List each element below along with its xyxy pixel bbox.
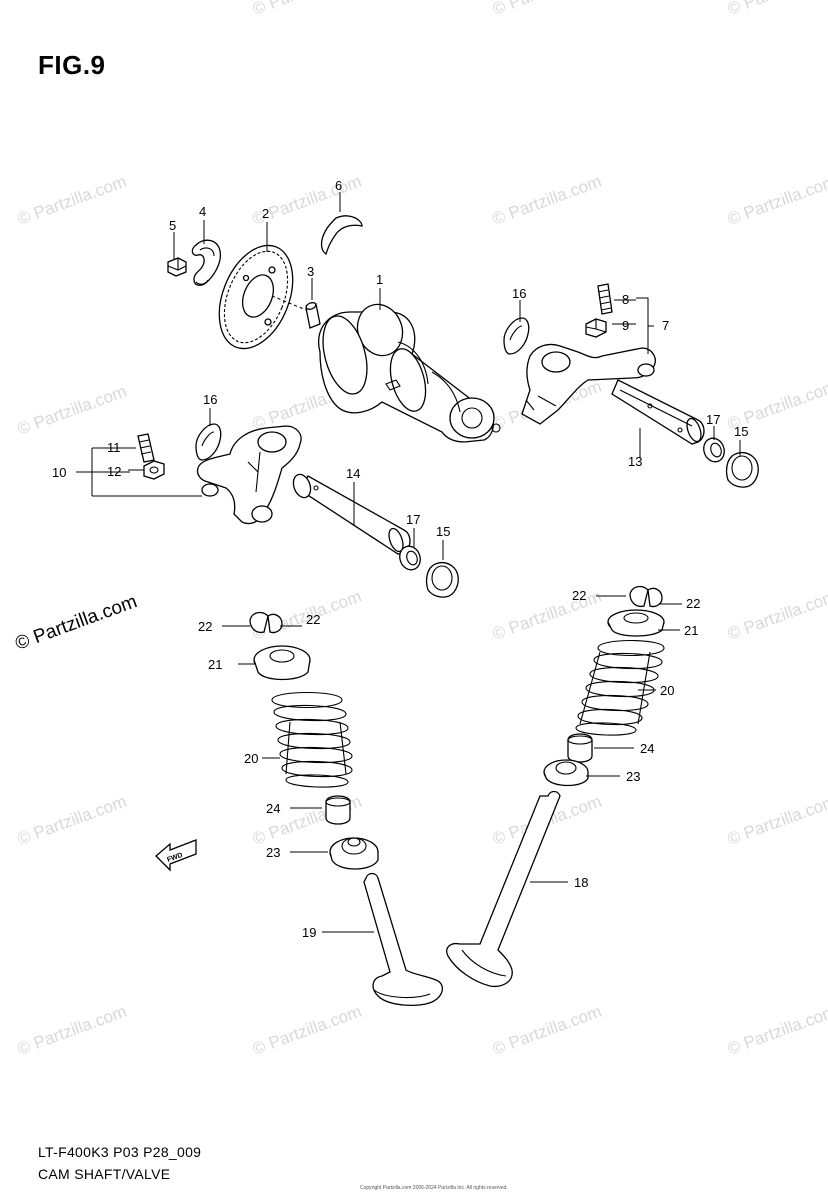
part-17-oring-right (703, 437, 725, 463)
part-15-plug-right (725, 451, 759, 488)
callout-4: 4 (199, 204, 206, 219)
callout-13: 13 (628, 454, 642, 469)
part-24-seal-right (567, 733, 593, 763)
part-8-adjust-screw (597, 283, 613, 315)
watermark: © Partzilla.com (15, 792, 129, 849)
figure-title: FIG.9 (38, 50, 106, 80)
fwd-arrow-icon: FWD (155, 839, 197, 872)
watermark: © Partzilla.com (250, 1002, 364, 1059)
callout-21-right: 21 (684, 623, 698, 638)
diagram-code: LT-F400K3 P03 P28_009 (38, 1144, 202, 1160)
callout-24-left: 24 (266, 801, 280, 816)
callout-23-right: 23 (626, 769, 640, 784)
watermark: © Partzilla.com (15, 172, 129, 229)
part-18-valve-right (446, 790, 561, 988)
watermark: © Partzilla.com (490, 172, 604, 229)
callout-18: 18 (574, 875, 588, 890)
callout-20-right: 20 (660, 683, 674, 698)
part-16-ring-right (503, 317, 530, 355)
watermark: © Partzilla.com (250, 0, 364, 19)
part-9-nut (585, 318, 607, 338)
part-20-spring-right (575, 639, 665, 736)
watermark: © Partzilla.com (490, 587, 604, 644)
callout-labels: 1 2 3 4 5 6 7 8 9 10 11 12 13 14 15 15 1… (52, 178, 748, 940)
callout-3: 3 (307, 264, 314, 279)
part-4-lock-washer (191, 239, 222, 286)
callout-2: 2 (262, 206, 269, 221)
callout-15-right: 15 (734, 424, 748, 439)
diagram-name: CAM SHAFT/VALVE (38, 1166, 171, 1182)
part-20-spring-left (271, 691, 353, 788)
part-22-cotters-left (249, 611, 283, 634)
callout-17-left: 17 (406, 512, 420, 527)
part-5-bolt (167, 257, 187, 277)
part-21-retainer-left (253, 645, 311, 681)
callout-16-right: 16 (512, 286, 526, 301)
watermark: © Partzilla.com (725, 172, 828, 229)
watermark: © Partzilla.com (490, 1002, 604, 1059)
callout-12: 12 (107, 464, 121, 479)
callout-7: 7 (662, 318, 669, 333)
callout-23-left: 23 (266, 845, 280, 860)
copyright-note: Copyright Partzilla.com 2006-2024 Partzi… (360, 1185, 508, 1191)
callout-15-left: 15 (436, 524, 450, 539)
part-23-seat-left (329, 837, 379, 870)
callout-22-left-b: 22 (306, 612, 320, 627)
callout-9: 9 (622, 318, 629, 333)
callout-22-left-a: 22 (198, 619, 212, 634)
part-15-plug-left (425, 561, 459, 598)
part-12-nut (143, 460, 165, 480)
callout-24-right: 24 (640, 741, 654, 756)
part-11-adjust-screw (137, 433, 155, 463)
part-16-ring-left (195, 423, 222, 461)
part-19-valve-left (363, 872, 443, 1007)
watermark: © Partzilla.com (15, 1002, 129, 1059)
callout-22-right-b: 22 (686, 596, 700, 611)
part-2-cam-sprocket (218, 244, 294, 350)
callout-19: 19 (302, 925, 316, 940)
watermark: © Partzilla.com (725, 792, 828, 849)
leader-lines (76, 192, 741, 933)
callout-11: 11 (107, 440, 121, 455)
callout-22-right-a: 22 (572, 588, 586, 603)
callout-5: 5 (169, 218, 176, 233)
watermark: © Partzilla.com (725, 1002, 828, 1059)
part-22-cotters-right (629, 585, 663, 608)
callout-17-right: 17 (706, 412, 720, 427)
callout-16-left: 16 (203, 392, 217, 407)
callout-20-left: 20 (244, 751, 258, 766)
watermark: © Partzilla.com (15, 382, 129, 439)
watermark-large: © Partzilla.com (13, 591, 140, 655)
watermark-layer: © Partzilla.com © Partzilla.com © Partzi… (13, 0, 828, 1059)
part-13-rocker-shaft (611, 379, 705, 445)
part-1-camshaft (318, 303, 501, 443)
part-17-oring-left (399, 545, 421, 571)
part-10-rocker-arm (196, 425, 302, 525)
part-14-rocker-shaft (292, 473, 411, 555)
callout-14: 14 (346, 466, 360, 481)
watermark: © Partzilla.com (725, 587, 828, 644)
part-6-clip (320, 215, 363, 256)
callout-6: 6 (335, 178, 342, 193)
part-21-retainer-right (607, 609, 665, 637)
part-3-pin (271, 295, 321, 329)
part-23-seat-right (543, 759, 589, 787)
watermark: © Partzilla.com (725, 0, 828, 19)
watermark: © Partzilla.com (490, 0, 604, 19)
callout-21-left: 21 (208, 657, 222, 672)
callout-8: 8 (622, 292, 629, 307)
part-24-seal-left (325, 795, 351, 825)
callout-1: 1 (376, 272, 383, 287)
callout-10: 10 (52, 465, 66, 480)
part-7-rocker-arm (521, 343, 656, 425)
